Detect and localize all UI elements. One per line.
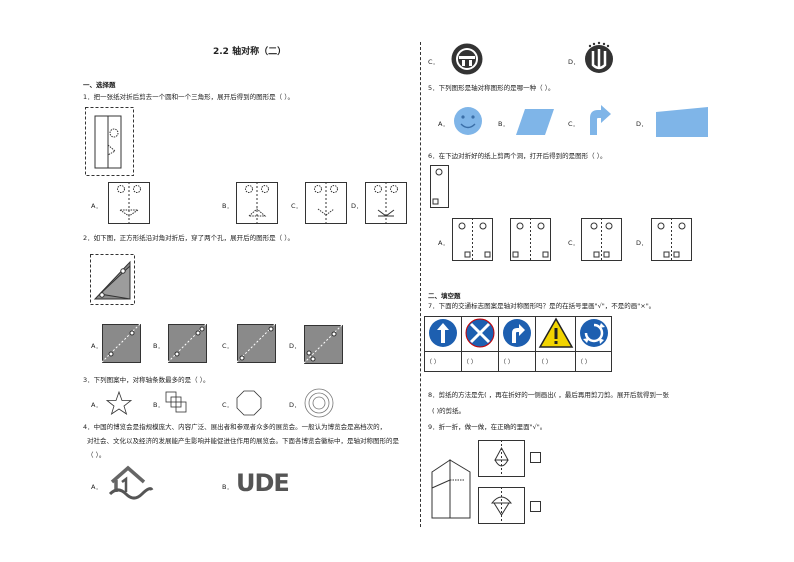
answer-paren-3[interactable]: （ ） xyxy=(500,359,514,366)
q5-parallelogram-shape[interactable] xyxy=(515,108,555,136)
q6-option-c-figure[interactable] xyxy=(581,218,623,262)
answer-paren-5[interactable]: （ ） xyxy=(577,359,591,366)
q9-check-box-top[interactable] xyxy=(530,452,541,463)
q1-option-a-label: A． xyxy=(91,202,102,210)
q5-option-c-label: C． xyxy=(568,120,580,128)
q1-option-c-label: C． xyxy=(291,202,303,210)
no-entry-x-sign-icon xyxy=(465,318,495,348)
warning-triangle-sign-icon xyxy=(538,317,574,348)
roundabout-sign-icon xyxy=(580,319,608,347)
q2-option-a-figure[interactable] xyxy=(101,323,142,364)
q1-option-b-label: B． xyxy=(222,202,233,210)
sign-cell-1 xyxy=(425,317,462,371)
q3-option-c-label: C． xyxy=(222,401,234,409)
q6-option-c-label: C． xyxy=(568,239,580,247)
q1-option-d-label: D． xyxy=(351,202,363,210)
q6-option-a-figure[interactable] xyxy=(452,218,494,262)
q5-turn-arrow-shape[interactable] xyxy=(585,104,613,136)
q9-option-bottom-figure xyxy=(478,487,525,524)
section-choice-heading: 一、选择题 xyxy=(83,81,116,89)
q9-option-top-figure xyxy=(478,440,525,477)
question-7: 7．下面的交通标志图案是轴对称图形吗？是的在括号里画"√"，不是的画"×"。 xyxy=(428,302,656,310)
q3-octagon-shape[interactable] xyxy=(236,390,262,416)
question-4-line-1: 4．中国的博览会是指规模庞大、内容广泛、展出者和参观者众多的展览会。一般认为博览… xyxy=(83,423,387,431)
q4-option-a-label: A． xyxy=(91,483,102,491)
q4-house-wave-logo[interactable] xyxy=(106,464,154,500)
q2-option-c-label: C． xyxy=(222,342,234,350)
question-3: 3．下列图案中，对称轴条数最多的是（ ）。 xyxy=(83,376,210,384)
section-fill-heading: 二、填空题 xyxy=(428,292,461,300)
sign-cell-3 xyxy=(499,317,536,371)
q1-option-b-figure[interactable] xyxy=(236,182,278,224)
q6-folded-paper-figure xyxy=(430,165,449,208)
q1-option-a-figure[interactable] xyxy=(108,182,150,224)
question-8-line-1: 8．剪纸的方法是先( ，再在折好的一侧画出( ，最后再用剪刀剪。展开后就得到一张 xyxy=(428,391,669,399)
q5-option-b-label: B． xyxy=(498,120,509,128)
q3-option-d-label: D． xyxy=(289,401,301,409)
q1-option-d-figure[interactable] xyxy=(365,182,407,224)
q6-option-d-figure[interactable] xyxy=(651,218,693,262)
q6-option-a-label: A． xyxy=(438,239,449,247)
q6-option-b-figure[interactable] xyxy=(510,218,552,262)
sign-row-divider xyxy=(425,351,611,352)
question-5: 5．下列图形是轴对称图形的是哪一种（ ）。 xyxy=(428,84,555,92)
q2-option-b-label: B． xyxy=(153,342,164,350)
q2-option-b-figure[interactable] xyxy=(167,323,208,364)
q4-option-c-label: C． xyxy=(428,58,440,66)
straight-arrow-sign-icon xyxy=(429,319,457,347)
q4-option-b-label: B． xyxy=(222,483,233,491)
sign-cell-2 xyxy=(462,317,499,371)
q3-option-a-label: A． xyxy=(91,401,102,409)
question-4-line-3: （ ）。 xyxy=(87,451,106,459)
q2-option-c-figure[interactable] xyxy=(236,323,277,364)
page-title: 2.2 轴对称（二） xyxy=(213,47,287,57)
q4-ude-logo[interactable]: UDE xyxy=(236,469,290,497)
traffic-sign-table xyxy=(424,316,612,372)
q9-check-box-bottom[interactable] xyxy=(530,501,541,512)
answer-paren-2[interactable]: （ ） xyxy=(463,359,477,366)
q1-option-c-figure[interactable] xyxy=(305,182,347,224)
answer-paren-4[interactable]: （ ） xyxy=(538,359,552,366)
q4-gear-logo[interactable] xyxy=(450,42,484,76)
right-turn-sign-icon xyxy=(503,319,531,347)
q6-option-d-label: D． xyxy=(636,239,648,247)
column-divider xyxy=(420,42,421,527)
q5-option-a-label: A． xyxy=(438,120,449,128)
q2-option-a-label: A． xyxy=(91,342,102,350)
q9-folded-paper-figure xyxy=(431,459,471,519)
q4-stars-logo[interactable] xyxy=(584,41,614,75)
question-1: 1．把一张纸对折后剪去一个圆和一个三角形，展开后得到的图形是（ ）。 xyxy=(83,93,294,101)
question-2: 2．如下图，正方形纸沿对角对折后，穿了两个孔，展开后的图形是（ ）。 xyxy=(83,234,294,242)
question-4-line-2: 对社会、文化以及经济的发展能产生影响并能促进住作用的展览会。下面各博览会徽标中，… xyxy=(87,437,399,445)
q2-option-d-figure[interactable] xyxy=(303,324,344,365)
q2-option-d-label: D． xyxy=(289,342,301,350)
q3-overlapping-squares-shape[interactable] xyxy=(165,391,189,415)
q2-folded-square-figure xyxy=(90,254,135,305)
q3-star-shape[interactable] xyxy=(105,390,133,415)
sign-cell-4 xyxy=(536,317,576,371)
question-9: 9．折一折，做一做，在正确的里面"√"。 xyxy=(428,423,547,431)
q5-option-d-label: D． xyxy=(636,120,648,128)
q1-folded-paper-figure xyxy=(85,107,134,176)
question-6: 6．在下边对折好的纸上剪两个洞，打开后得到的是图形（ ）。 xyxy=(428,152,607,160)
answer-paren-1[interactable]: （ ） xyxy=(426,359,440,366)
q3-option-b-label: B． xyxy=(153,401,164,409)
q4-option-d-label: D． xyxy=(568,58,580,66)
q5-trapezoid-shape[interactable] xyxy=(655,106,709,138)
q5-smiley-shape[interactable] xyxy=(453,106,483,136)
q3-concentric-circles-shape[interactable] xyxy=(304,388,334,418)
question-8-line-2: ( )的剪纸。 xyxy=(432,407,466,415)
